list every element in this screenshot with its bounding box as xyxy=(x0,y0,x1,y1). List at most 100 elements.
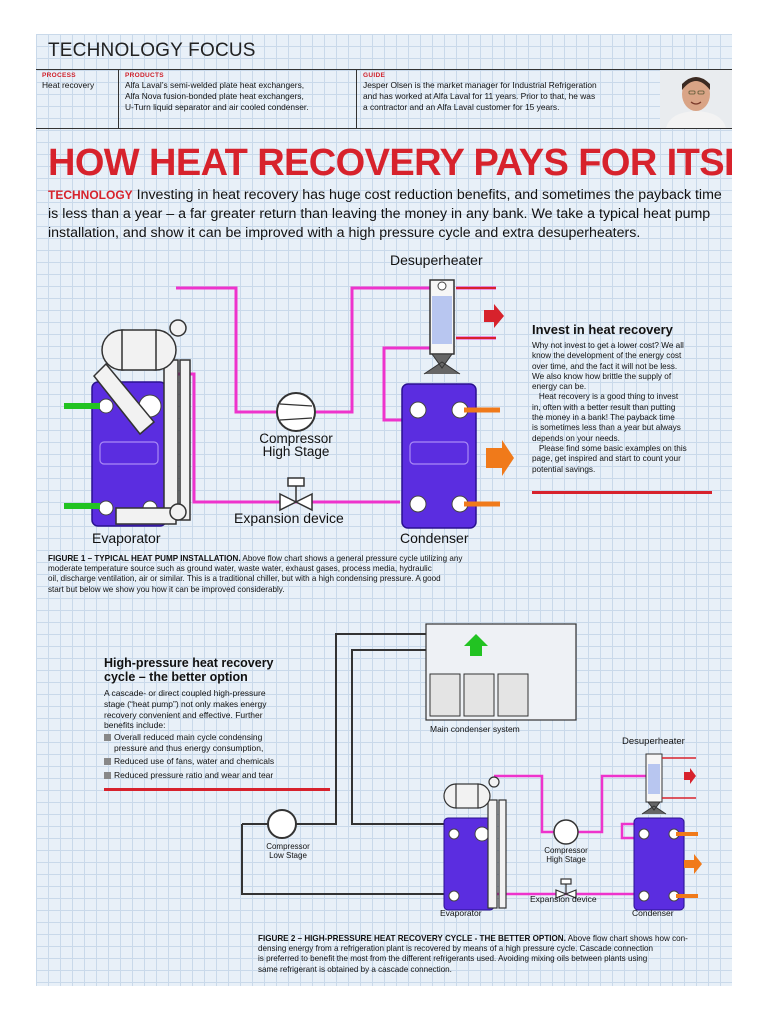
intro-text: Investing in heat recovery has huge cost… xyxy=(48,187,722,241)
compressor-high-stage-label: Compressor High Stage xyxy=(534,846,598,864)
guide-cell: GUIDE Jesper Olsen is the market manager… xyxy=(356,70,661,128)
main-condenser-label: Main condenser system xyxy=(430,724,520,734)
heat-output-arrow-red-2 xyxy=(684,768,696,784)
hp-section-rule xyxy=(104,788,330,791)
hp-bullet-text: pressure and thus energy consumption, xyxy=(114,742,264,753)
sidebar-line: page, get inspired and start to count yo… xyxy=(532,454,681,464)
expansion-device-label: Expansion device xyxy=(234,510,344,526)
evaporator-label: Evaporator xyxy=(92,530,161,546)
hp-bullet-text: Reduced pressure ratio and wear and tear xyxy=(114,770,274,780)
hot-water-outlets-2 xyxy=(676,832,698,898)
figure1-caption-line: Above flow chart shows a general pressur… xyxy=(240,554,463,563)
desuperheater-outlets-2 xyxy=(662,757,696,799)
evaporator-exchanger-2 xyxy=(443,817,495,911)
figure2-caption-title: FIGURE 2 – HIGH-PRESSURE HEAT RECOVERY C… xyxy=(258,934,566,943)
figure1-caption-line: oil, discharge ventilation, air or simil… xyxy=(48,574,441,584)
guide-line: and has worked at Alfa Laval for 11 year… xyxy=(363,91,596,101)
hp-body-line: stage (“heat pump”) not only makes energ… xyxy=(104,698,267,709)
hp-section-body: A cascade- or direct coupled high-pressu… xyxy=(104,688,324,731)
guide-line: a contractor and an Alfa Laval customer … xyxy=(363,102,560,112)
header-divider-bottom xyxy=(36,128,732,129)
expansion-valve-1 xyxy=(279,477,313,512)
hp-bullet-text: Overall reduced main cycle condensing xyxy=(114,732,263,742)
sidebar-rule xyxy=(532,491,712,494)
figure1-caption-title: FIGURE 1 – TYPICAL HEAT PUMP INSTALLATIO… xyxy=(48,554,241,563)
compressor-low-label-line: Compressor xyxy=(266,842,310,851)
sidebar-title: Invest in heat recovery xyxy=(532,322,673,337)
header-divider xyxy=(36,69,732,70)
sidebar-line: Why not invest to get a lower cost? We a… xyxy=(532,341,684,350)
bullet-square-icon xyxy=(104,734,111,741)
figure1-caption-line: start but below we show you how it can b… xyxy=(48,584,285,594)
products-line: U-Turn liquid separator and air cooled c… xyxy=(125,102,309,112)
compressor-label: Compressor High Stage xyxy=(250,432,342,459)
sidebar-line: over time, and the fact it will not be l… xyxy=(532,361,678,371)
expansion-valve-2 xyxy=(555,878,577,899)
sidebar-line: Please find some basic examples on this xyxy=(532,443,687,453)
condenser-label-2: Condenser xyxy=(632,908,674,918)
compressor-label-line: High Stage xyxy=(262,444,330,459)
desuperheater-outlets xyxy=(456,287,496,339)
compressor-low-stage-label: Compressor Low Stage xyxy=(258,842,318,860)
figure2-caption-line: same refrigerant is obtained by a cascad… xyxy=(258,964,452,974)
products-cell: PRODUCTS Alfa Laval’s semi-welded plate … xyxy=(118,70,357,128)
heat-output-arrow-red xyxy=(484,304,504,328)
guide-portrait xyxy=(660,70,732,128)
compressor-low-label-line: Low Stage xyxy=(269,851,307,860)
figure2-caption-line: Above flow chart shows how con- xyxy=(565,934,688,943)
desuperheater-label-2: Desuperheater xyxy=(622,736,685,747)
guide-line: Jesper Olsen is the market manager for I… xyxy=(363,80,597,90)
condenser-exchanger-2 xyxy=(633,817,685,911)
sidebar-line: We also know how brittle the supply of xyxy=(532,371,672,381)
process-cell: PROCESS Heat recovery xyxy=(36,70,118,128)
evaporator-label-2: Evaporator xyxy=(440,908,482,918)
process-label: PROCESS xyxy=(42,72,76,79)
figure2-caption: FIGURE 2 – HIGH-PRESSURE HEAT RECOVERY C… xyxy=(258,934,728,975)
sidebar-line: know the development of the energy cost xyxy=(532,351,682,361)
sidebar-line: Heat recovery is a good thing to invest xyxy=(532,392,679,402)
process-value: Heat recovery xyxy=(42,80,95,90)
page: TECHNOLOGY FOCUS PROCESS Heat recovery P… xyxy=(36,34,732,986)
figure1-caption-line: moderate temperature source such as grou… xyxy=(48,564,432,574)
products-label: PRODUCTS xyxy=(125,72,164,79)
source-flow-arrows xyxy=(64,403,100,509)
headline: HOW HEAT RECOVERY PAYS FOR ITSELF xyxy=(48,142,732,184)
heat-output-arrow xyxy=(486,440,514,476)
sidebar-line: in, often with a better result than putt… xyxy=(532,402,676,412)
figure1-diagram xyxy=(64,279,702,911)
compressor-high-label-line: Compressor xyxy=(544,846,588,855)
sidebar-line: depends on your needs. xyxy=(532,433,620,443)
sidebar-line: the money in a bank! The payback time xyxy=(532,413,675,423)
desuperheater-2 xyxy=(641,753,667,815)
guide-label: GUIDE xyxy=(363,72,386,79)
bullet-square-icon xyxy=(104,758,111,765)
heat-output-arrow-2 xyxy=(684,854,702,874)
hot-water-outlets xyxy=(464,407,500,507)
hp-bullet-text: Reduced use of fans, water and chemicals xyxy=(114,756,275,766)
condenser-exchanger-1 xyxy=(401,383,477,529)
compressor-high-label-line: High Stage xyxy=(546,855,586,864)
bullet-square-icon xyxy=(104,772,111,779)
condenser-label: Condenser xyxy=(400,530,469,546)
desuperheater-label: Desuperheater xyxy=(390,252,483,268)
sidebar-body: Why not invest to get a lower cost? We a… xyxy=(532,341,712,475)
intro-paragraph: TECHNOLOGY Investing in heat recovery ha… xyxy=(48,186,726,243)
hp-body-line: recovery convenient and effective. Furth… xyxy=(104,709,263,720)
products-line: Alfa Laval’s semi-welded plate heat exch… xyxy=(125,80,305,90)
hp-bullet: Overall reduced main cycle condensing pr… xyxy=(104,732,324,754)
sidebar-line: potential savings. xyxy=(532,464,596,474)
desuperheater-1 xyxy=(423,279,461,375)
figure2-caption-line: is preferred to benefit the most from th… xyxy=(258,954,648,964)
hp-section-title: High-pressure heat recovery cycle – the … xyxy=(104,656,304,684)
compressor-high-stage-1 xyxy=(276,392,316,432)
hp-title-line: cycle – the better option xyxy=(104,670,248,684)
main-condenser-unit xyxy=(425,623,577,721)
figure2-caption-line: densing energy from a refrigeration plan… xyxy=(258,944,654,954)
products-line: Alfa Nova fusion-bonded plate heat excha… xyxy=(125,91,304,101)
liquid-separator-1 xyxy=(92,319,191,525)
figure1-caption: FIGURE 1 – TYPICAL HEAT PUMP INSTALLATIO… xyxy=(48,554,538,595)
liquid-separator-2 xyxy=(443,776,507,909)
hp-title-line: High-pressure heat recovery xyxy=(104,656,274,670)
sidebar-line: energy can be. xyxy=(532,382,587,392)
sidebar-line: is sometimes less than a year but always xyxy=(532,423,681,433)
